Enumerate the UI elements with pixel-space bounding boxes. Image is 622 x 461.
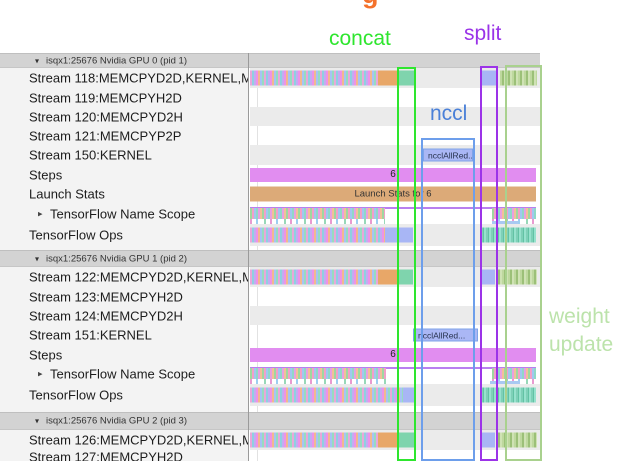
track-row[interactable]: TensorFlow Ops: [0, 224, 622, 246]
trace-segment[interactable]: [250, 269, 378, 285]
split-annotation-label: split: [464, 22, 502, 45]
track-row[interactable]: Stream 122:MEMCPYD2D,KERNEL,MI: [0, 267, 622, 287]
track-row[interactable]: Stream 127:MEMCPYH2D: [0, 450, 622, 461]
trace-segment[interactable]: [398, 269, 413, 285]
trace-segment[interactable]: [385, 227, 413, 243]
track-row[interactable]: Stream 121:MEMCPYP2P: [0, 126, 622, 145]
bar-label: ncclAllRed...: [428, 150, 473, 160]
collapse-triangle-icon[interactable]: ▾: [35, 254, 40, 263]
trace-segment[interactable]: [481, 432, 495, 448]
collapse-triangle-icon[interactable]: ▾: [35, 56, 40, 65]
track-row[interactable]: Stream 120:MEMCPYD2H: [0, 107, 622, 126]
weight-update-line2: update: [549, 333, 614, 356]
trace-segment[interactable]: [250, 208, 385, 224]
trace-segment[interactable]: [250, 367, 536, 369]
track-label: Stream 126:MEMCPYD2D,KERNEL,MI: [29, 432, 248, 448]
bar-label: Launch Stats for 6: [354, 188, 432, 200]
track-row[interactable]: Launch Stats Launch Stats for 6: [0, 184, 622, 204]
track-label: Stream 127:MEMCPYH2D: [29, 449, 183, 461]
launch-stats-bar[interactable]: Launch Stats for 6: [250, 186, 536, 202]
trace-segment[interactable]: [481, 387, 536, 403]
section-header-row[interactable]: ▾ isqx1:25676 Nvidia GPU 0 (pid 1): [0, 53, 622, 68]
trace-segment[interactable]: [500, 70, 537, 86]
steps-bar[interactable]: 6: [250, 347, 536, 362]
weight-update-annotation-box: [505, 65, 542, 461]
track-label: Stream 151:KERNEL: [29, 327, 152, 343]
trace-segment[interactable]: [399, 70, 416, 86]
trace-segment[interactable]: [403, 387, 414, 403]
nccl-allreduce-bar[interactable]: ncclAllRed...: [413, 328, 478, 342]
bar-label: 6: [390, 349, 396, 360]
track-row[interactable]: Stream 123:MEMCPYH2D: [0, 287, 622, 306]
track-label: Stream 150:KERNEL: [29, 147, 152, 163]
section-header-row[interactable]: ▾ isqx1:25676 Nvidia GPU 2 (pid 3): [0, 412, 622, 430]
nccl-annotation-label: nccl: [430, 102, 468, 125]
nccl-annotation-box: [421, 138, 475, 461]
track-label: TensorFlow Ops: [29, 387, 123, 403]
track-row[interactable]: Stream 126:MEMCPYD2D,KERNEL,MI: [0, 430, 622, 450]
section-header-row[interactable]: ▾ isqx1:25676 Nvidia GPU 1 (pid 2): [0, 250, 622, 267]
trace-segment[interactable]: [250, 70, 378, 86]
expand-arrow-icon[interactable]: ▸: [38, 208, 43, 219]
track-row[interactable]: Stream 118:MEMCPYD2D,KERNEL,ME: [0, 68, 622, 88]
concat-annotation-box: [397, 67, 416, 461]
track-label: TensorFlow Name Scope: [50, 206, 196, 222]
column-divider[interactable]: [248, 53, 249, 461]
trace-segment[interactable]: [399, 432, 415, 448]
section-header-label: isqx1:25676 Nvidia GPU 1 (pid 2): [46, 253, 187, 264]
track-row[interactable]: Steps 6: [0, 345, 622, 364]
weight-update-line1: weight: [549, 305, 610, 328]
nccl-allreduce-bar[interactable]: ncclAllRed...: [423, 148, 473, 162]
concat-annotation-label: concat: [329, 27, 391, 50]
section-header-label: isqx1:25676 Nvidia GPU 0 (pid 1): [46, 55, 187, 66]
track-label: Stream 118:MEMCPYD2D,KERNEL,ME: [29, 70, 248, 86]
track-row[interactable]: Stream 124:MEMCPYD2H: [0, 306, 622, 325]
trace-segment[interactable]: [378, 70, 397, 86]
trace-segment[interactable]: [250, 227, 385, 243]
track-row[interactable]: ▸ TensorFlow Name Scope: [0, 364, 622, 384]
track-label: TensorFlow Name Scope: [50, 366, 196, 382]
track-label: Stream 119:MEMCPYH2D: [29, 90, 182, 105]
track-row[interactable]: Steps 6: [0, 165, 622, 184]
collapse-triangle-icon[interactable]: ▾: [35, 416, 40, 426]
track-row[interactable]: ▸ TensorFlow Name Scope: [0, 204, 622, 224]
trace-segment[interactable]: [481, 227, 536, 243]
section-header-label: isqx1:25676 Nvidia GPU 2 (pid 3): [46, 415, 187, 427]
section-header-band: [0, 250, 540, 267]
section-header-band: [0, 412, 540, 430]
bar-label: 6: [390, 169, 396, 180]
track-label: Stream 122:MEMCPYD2D,KERNEL,MI: [29, 269, 248, 285]
trace-segment[interactable]: [250, 368, 386, 384]
track-row[interactable]: Stream 150:KERNEL ncclAllRed...: [0, 145, 622, 165]
track-label: TensorFlow Ops: [29, 227, 123, 243]
section-header-band: [0, 53, 540, 68]
expand-arrow-icon[interactable]: ▸: [38, 368, 43, 379]
trace-segment[interactable]: [378, 269, 397, 285]
weight-update-annotation-label: weight update: [549, 303, 613, 359]
trace-segment[interactable]: [250, 387, 403, 403]
steps-bar[interactable]: 6: [250, 167, 536, 182]
trace-segment[interactable]: [481, 269, 495, 285]
track-row[interactable]: TensorFlow Ops: [0, 384, 622, 406]
track-label: Steps: [29, 167, 63, 182]
track-label: Stream 123:MEMCPYH2D: [29, 289, 183, 304]
trace-segment[interactable]: [481, 70, 498, 86]
track-label: Stream 120:MEMCPYD2H: [29, 109, 183, 124]
track-shaded-background: [250, 107, 540, 126]
trace-segment[interactable]: [250, 207, 536, 209]
track-row[interactable]: Stream 151:KERNEL ncclAllRed...: [0, 325, 622, 345]
track-shaded-background: [250, 306, 540, 325]
track-label: Stream 124:MEMCPYD2H: [29, 308, 183, 323]
track-label: Launch Stats: [29, 186, 105, 202]
trace-segment[interactable]: [378, 432, 397, 448]
trace-segment[interactable]: [250, 432, 378, 448]
track-row[interactable]: Stream 119:MEMCPYH2D: [0, 88, 622, 107]
split-annotation-box: [480, 66, 498, 461]
clipped-title-fragment: g: [362, 0, 379, 10]
track-label: Stream 121:MEMCPYP2P: [29, 128, 182, 143]
track-label: Steps: [29, 347, 63, 362]
bar-label: ncclAllRed...: [418, 330, 466, 340]
